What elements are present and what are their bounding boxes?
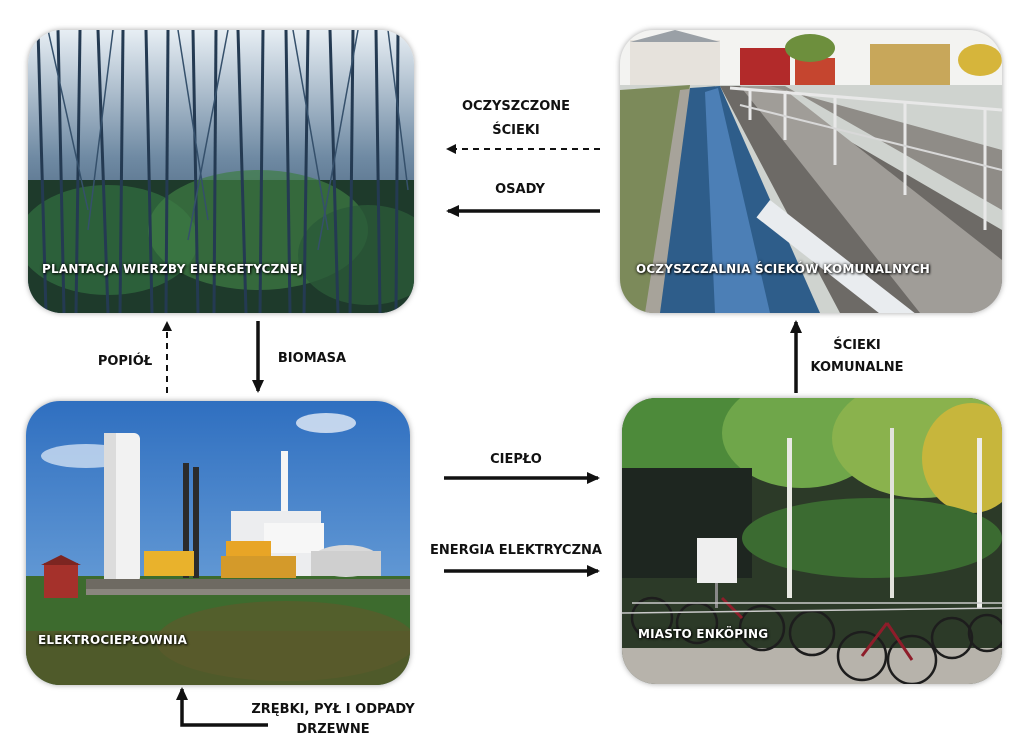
photo-chp-plant: ELEKTROCIEPŁOWNIA — [26, 401, 410, 685]
wood-waste-label: ZRĘBKI, PYŁ I ODPADY DRZEWNE — [250, 700, 416, 739]
municipal-wastewater-line-1: ŚCIEKI — [833, 338, 881, 353]
photo-willow-plantation: PLANTACJA WIERZBY ENERGETYCZNEJ — [28, 30, 414, 313]
ash-label: POPIÓŁ — [97, 354, 153, 369]
heat-label: CIEPŁO — [490, 452, 542, 467]
chp-plant-image — [26, 401, 410, 685]
treatment-plant-caption: OCZYSZCZALNIA ŚCIEKÓW KOMUNALNYCH — [636, 262, 931, 276]
plantation-caption: PLANTACJA WIERZBY ENERGETYCZNEJ — [42, 262, 303, 276]
treatment-plant-image — [620, 30, 1002, 313]
wood-waste-arrow — [176, 687, 268, 727]
municipal-wastewater-label: ŚCIEKI KOMUNALNE — [804, 336, 910, 377]
treated-wastewater-label: OCZYSZCZONE ŚCIEKI — [456, 97, 576, 140]
willow-plantation-image — [28, 30, 414, 313]
biomass-label: BIOMASA — [277, 351, 347, 366]
electricity-label: ENERGIA ELEKTRYCZNA — [430, 543, 602, 558]
treated-wastewater-line-2: ŚCIEKI — [492, 123, 540, 138]
town-caption: MIASTO ENKÖPING — [638, 627, 769, 641]
photo-town: MIASTO ENKÖPING — [622, 398, 1002, 684]
treated-wastewater-line-1: OCZYSZCZONE — [462, 99, 570, 114]
wood-waste-line-1: ZRĘBKI, PYŁ I ODPADY — [251, 702, 415, 717]
photo-treatment-plant: OCZYSZCZALNIA ŚCIEKÓW KOMUNALNYCH — [620, 30, 1002, 313]
town-image — [622, 398, 1002, 684]
municipal-wastewater-line-2: KOMUNALNE — [810, 360, 904, 375]
sludge-label: OSADY — [495, 182, 545, 197]
chp-plant-caption: ELEKTROCIEPŁOWNIA — [38, 633, 188, 647]
wood-waste-line-2: DRZEWNE — [296, 722, 370, 737]
